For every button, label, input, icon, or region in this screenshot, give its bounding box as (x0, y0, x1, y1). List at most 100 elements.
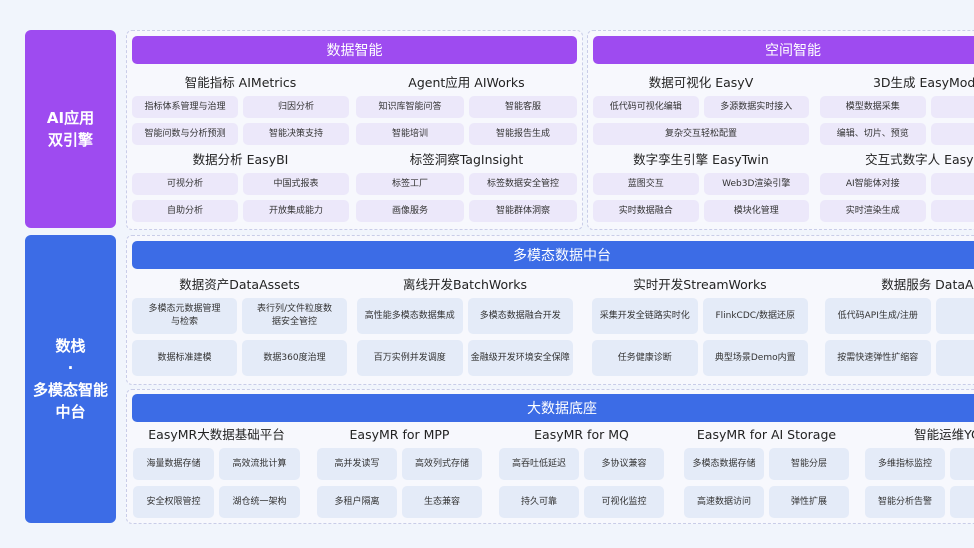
feature-cell[interactable] (950, 486, 974, 518)
feature-cell[interactable]: 编辑、切片、预览 (820, 123, 926, 145)
feature-cell[interactable]: 智能决策支持 (243, 123, 349, 145)
feature-group: 交互式数字人 EasyHuAI智能体对接多模实时渲染生成一 (820, 150, 974, 222)
feature-cell[interactable]: 表行列/文件粒度数 据安全管控 (242, 298, 347, 334)
feature-cell[interactable]: AI智能体对接 (820, 173, 926, 195)
feature-group: EasyMR for MQ 高吞吐低延迟多协议兼容持久可靠可视化监控 (499, 425, 664, 518)
feature-cell[interactable]: 多维指标监控 (865, 448, 945, 480)
feature-cell[interactable]: 持久可靠 (499, 486, 579, 518)
feature-cell[interactable]: 标签数据安全管控 (469, 173, 577, 195)
feature-cell[interactable]: 多 (930, 123, 974, 145)
group-title: EasyMR for MQ (534, 427, 629, 442)
feature-cell[interactable]: 画像服务 (356, 200, 464, 222)
feature-cell[interactable]: 高吞吐低延迟 (499, 448, 579, 480)
section-title-bigdata-base: 大数据底座 (132, 394, 974, 422)
feature-cell[interactable]: 弹性扩展 (769, 486, 849, 518)
feature-cell[interactable]: 标签工厂 (356, 173, 464, 195)
group-title: 智能运维YO (914, 427, 974, 442)
group-title: 离线开发BatchWorks (402, 277, 528, 292)
group-title: 标签洞察TagInsight (409, 152, 524, 167)
feature-cell[interactable]: 海量数据存储 (133, 448, 214, 480)
feature-cell[interactable]: 模块化管理 (703, 200, 809, 222)
feature-cell[interactable]: 指标体系管理与治理 (132, 96, 238, 118)
feature-cell[interactable]: 高并发 (935, 298, 974, 334)
feature-cell[interactable]: 一 (930, 200, 974, 222)
feature-cell[interactable]: 智能问数与分析预测 (132, 123, 238, 145)
feature-cell[interactable]: 多模态数据存储 (684, 448, 764, 480)
feature-cell[interactable]: 开放集成能力 (243, 200, 349, 222)
feature-cell[interactable]: 高速数据访问 (684, 486, 764, 518)
feature-cell[interactable] (950, 448, 974, 480)
group-title: 数据可视化 EasyV (648, 75, 754, 90)
feature-cell[interactable]: 湖仓统一架构 (219, 486, 300, 518)
group-title: 数字孪生引擎 EasyTwin (633, 152, 769, 167)
feature-group: 3D生成 EasyMode 模型数据采集高斯编辑、切片、预览多 (820, 73, 974, 145)
feature-cell[interactable]: 高效列式存储 (402, 448, 482, 480)
feature-cell[interactable]: 归因分析 (243, 96, 349, 118)
feature-cell[interactable]: 数据标准建模 (132, 340, 237, 376)
feature-group: 数据分析 EasyBI 可视分析中国式报表自助分析开放集成能力 (132, 150, 349, 222)
feature-cell[interactable]: 多源数据实时接入 (703, 96, 809, 118)
feature-cell[interactable]: 多模 (930, 173, 974, 195)
feature-cell[interactable]: 高效流批计算 (219, 448, 300, 480)
group-title: 数据分析 EasyBI (192, 152, 289, 167)
feature-cell[interactable]: 限流认 (935, 340, 974, 376)
feature-cell[interactable]: 按需快速弹性扩缩容 (825, 340, 931, 376)
feature-cell[interactable]: 实时数据融合 (593, 200, 699, 222)
feature-cell[interactable]: 知识库智能问答 (356, 96, 464, 118)
side-label-ai-engines: AI应用 双引擎 (25, 30, 116, 228)
group-title: 实时开发StreamWorks (633, 277, 767, 292)
feature-group: 标签洞察TagInsight 标签工厂标签数据安全管控画像服务智能群体洞察 (356, 150, 577, 222)
feature-cell[interactable]: 采集开发全链路实时化 (592, 298, 698, 334)
feature-cell[interactable]: 多协议兼容 (584, 448, 664, 480)
group-title: EasyMR大数据基础平台 (148, 427, 285, 442)
feature-cell[interactable]: 任务健康诊断 (592, 340, 698, 376)
feature-cell[interactable]: 生态兼容 (402, 486, 482, 518)
feature-cell[interactable]: 自助分析 (132, 200, 238, 222)
feature-cell[interactable]: 典型场景Demo内置 (702, 340, 808, 376)
feature-cell[interactable]: 智能分层 (769, 448, 849, 480)
feature-cell[interactable]: 蓝图交互 (593, 173, 699, 195)
feature-cell[interactable]: 高性能多模态数据集成 (357, 298, 463, 334)
feature-group: EasyMR大数据基础平台海量数据存储高效流批计算安全权限管控湖仓统一架构 (133, 425, 300, 518)
feature-cell[interactable]: 金融级开发环境安全保障 (467, 340, 573, 376)
feature-cell[interactable]: 实时渲染生成 (820, 200, 926, 222)
feature-cell[interactable]: 多模态数据融合开发 (467, 298, 573, 334)
feature-cell[interactable]: 中国式报表 (243, 173, 349, 195)
feature-cell[interactable]: 高斯 (930, 96, 974, 118)
feature-group: 数据服务 DataAPI低代码API生成/注册高并发按需快速弹性扩缩容限流认 (825, 275, 974, 376)
group-title: 3D生成 EasyMode (872, 75, 974, 90)
feature-cell[interactable]: 智能客服 (469, 96, 577, 118)
feature-cell[interactable]: 复杂交互轻松配置 (593, 123, 809, 145)
feature-cell[interactable]: 智能群体洞察 (469, 200, 577, 222)
feature-cell[interactable]: 低代码API生成/注册 (825, 298, 931, 334)
panel-bigdata-base: 大数据底座 EasyMR大数据基础平台海量数据存储高效流批计算安全权限管控湖仓统… (126, 389, 974, 524)
feature-cell[interactable]: FlinkCDC/数据还原 (702, 298, 808, 334)
feature-cell[interactable]: 智能报告生成 (469, 123, 577, 145)
feature-cell[interactable]: 模型数据采集 (820, 96, 926, 118)
feature-cell[interactable]: 可视化监控 (584, 486, 664, 518)
feature-cell[interactable]: 多模态元数据管理 与检索 (132, 298, 237, 334)
feature-cell[interactable]: 高并发读写 (317, 448, 397, 480)
feature-cell[interactable]: 智能培训 (356, 123, 464, 145)
section-title-multimodal-platform: 多模态数据中台 (132, 241, 974, 269)
feature-cell[interactable]: 低代码可视化编辑 (593, 96, 699, 118)
feature-cell[interactable]: 可视分析 (132, 173, 238, 195)
feature-cell[interactable]: 多租户隔离 (317, 486, 397, 518)
feature-cell[interactable]: 数据360度治理 (242, 340, 347, 376)
section-title-data-intelligence: 数据智能 (132, 36, 577, 64)
feature-group: 数据可视化 EasyV 低代码可视化编辑多源数据实时接入复杂交互轻松配置 (593, 73, 809, 145)
feature-group: 离线开发BatchWorks 高性能多模态数据集成多模态数据融合开发百万实例并发调… (357, 275, 573, 376)
feature-cell[interactable]: Web3D渲染引擎 (703, 173, 809, 195)
feature-cell[interactable]: 安全权限管控 (133, 486, 214, 518)
group-title: 智能指标 AIMetrics (184, 75, 297, 90)
feature-cell[interactable]: 智能分析告警 (865, 486, 945, 518)
feature-cell[interactable]: 百万实例并发调度 (357, 340, 463, 376)
